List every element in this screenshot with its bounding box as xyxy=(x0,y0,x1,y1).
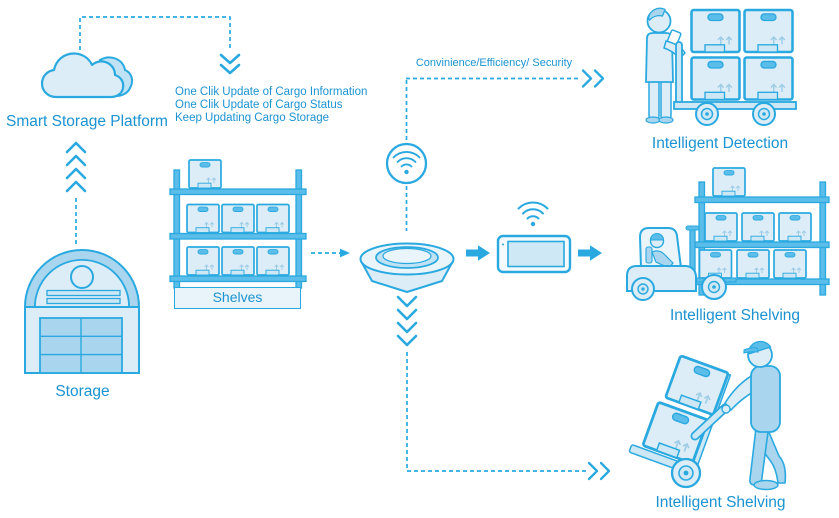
storage-label: Storage xyxy=(55,383,110,400)
wifi-icon xyxy=(385,80,428,231)
shelves-to-hub-arrow xyxy=(311,248,350,258)
worker-with-handtruck-icon xyxy=(628,340,787,491)
flow-caption: Convinience/Efficiency/ Security xyxy=(415,57,573,69)
note-line-1: One Clik Update of Cargo Information xyxy=(175,86,368,98)
forklift-rack-icon xyxy=(626,167,830,301)
warehouse-icon xyxy=(23,249,141,374)
flow-arrows xyxy=(466,245,602,261)
note-line-3: Keep Updating Cargo Storage xyxy=(175,112,330,124)
shelf-rack-icon xyxy=(169,159,307,289)
cart-wheel xyxy=(695,102,719,126)
arrow-hub-to-tablet xyxy=(466,245,490,261)
hub-to-bottom-shelving-connector xyxy=(396,295,611,481)
forklift-icon xyxy=(626,225,737,301)
detection-label: Intelligent Detection xyxy=(651,135,789,152)
worker-with-cart-icon xyxy=(645,7,797,126)
cart-wheel xyxy=(752,102,776,126)
storage-to-platform-connector xyxy=(65,141,87,246)
shelving-bottom-label: Intelligent Shelving xyxy=(655,494,786,511)
note-line-2: One Clik Update of Cargo Status xyxy=(175,99,343,111)
handtruck-wheel xyxy=(670,457,702,489)
shelves-label: Shelves xyxy=(174,287,301,309)
cloud-to-notes-connector xyxy=(79,16,241,75)
tablet-icon xyxy=(496,201,572,274)
arrow-tablet-to-shelving xyxy=(578,245,602,261)
convenience-arrow xyxy=(406,69,605,88)
platform-label: Smart Storage Platform xyxy=(6,113,168,130)
shelving-mid-label: Intelligent Shelving xyxy=(669,307,801,324)
update-notes: One Clik Update of Cargo Information One… xyxy=(175,86,367,125)
smart-hub-disc-icon xyxy=(359,242,455,293)
cloud-icon xyxy=(40,52,134,99)
